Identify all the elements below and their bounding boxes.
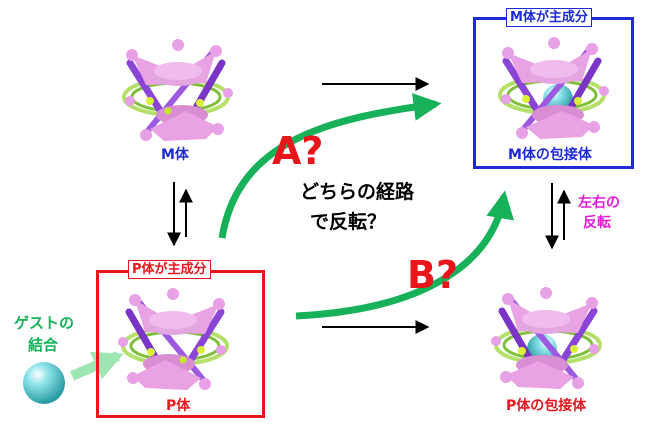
p-complex-label: P体の包接体 xyxy=(506,398,587,414)
path-b-arrow xyxy=(295,190,514,320)
m-major-label: M体が主成分 xyxy=(506,8,592,27)
guest-binding-line-1: ゲストの xyxy=(14,314,75,332)
guest-molecule xyxy=(23,362,65,404)
path-a-arrow xyxy=(218,93,442,239)
path-a-label: A? xyxy=(272,129,324,173)
guest-binding-arrow xyxy=(70,351,124,381)
m-form-molecule-svg xyxy=(122,39,233,141)
guest-binding-line-2: 結合 xyxy=(28,336,59,354)
inversion-line-1: 左右の xyxy=(578,195,620,211)
m-complex-molecule-svg xyxy=(498,37,609,139)
p-form-label: P体 xyxy=(166,398,191,414)
question-line-2: で反転？ xyxy=(310,211,387,233)
p-major-box xyxy=(96,270,265,418)
p-complex-molecule-svg xyxy=(491,287,602,389)
p-major-label: P体が主成分 xyxy=(128,260,211,279)
p-form-molecule-svg xyxy=(118,288,229,390)
path-b-label: B? xyxy=(407,253,459,297)
m-form-label: M体 xyxy=(161,147,189,163)
question-line-1: どちらの経路 xyxy=(300,181,415,203)
m-complex-label: M体の包接体 xyxy=(508,147,592,163)
inversion-line-2: 反転 xyxy=(583,215,611,231)
